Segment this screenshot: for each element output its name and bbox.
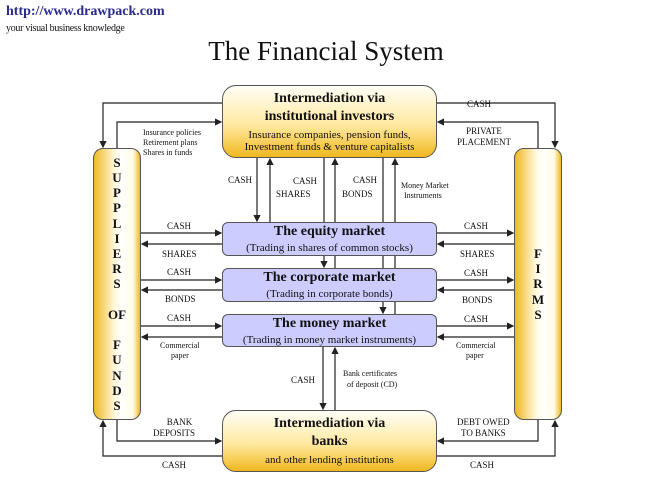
banks-title-1: Intermediation via: [273, 416, 386, 431]
label: PRIVATE: [466, 126, 502, 136]
box-letter: L: [112, 215, 122, 231]
box-letter: P: [113, 200, 121, 216]
box-letter: R: [533, 276, 543, 292]
label: Insurance policies: [143, 128, 201, 137]
label: of deposit (CD): [347, 380, 398, 389]
label: CASH: [162, 460, 187, 470]
label: CASH: [464, 221, 489, 231]
box-letter: S: [113, 398, 121, 414]
money-market-box: The money market (Trading in money marke…: [222, 314, 437, 347]
label: CASH: [167, 267, 192, 277]
institutional-title-2: institutional investors: [264, 109, 395, 124]
label: Shares in funds: [143, 148, 193, 157]
label: paper: [171, 351, 189, 360]
box-letter: [115, 322, 118, 337]
label: Instruments: [404, 191, 442, 200]
diagram-title: The Financial System: [208, 36, 444, 66]
box-letter: [115, 292, 118, 307]
institutional-sub-1: Insurance companies, pension funds,: [248, 129, 411, 141]
box-letter: I: [114, 230, 120, 246]
label: Bank certificates: [343, 369, 397, 378]
label: Retirement plans: [143, 138, 198, 147]
box-letter: M: [531, 291, 545, 307]
box-letter: U: [112, 169, 122, 185]
label: DEBT OWED: [457, 417, 510, 427]
banks-title-2: banks: [311, 434, 348, 449]
box-letter: S: [113, 276, 121, 292]
site-url[interactable]: http://www.drawpack.com: [6, 4, 165, 19]
label: CASH: [467, 99, 492, 109]
box-letter: OF: [107, 306, 127, 322]
equity-sub: (Trading in shares of common stocks): [246, 242, 413, 254]
label: CASH: [291, 375, 316, 385]
institutional-title-1: Intermediation via: [273, 91, 386, 106]
banks-box: Intermediation via banks and other lendi…: [222, 410, 437, 472]
box-letter: D: [112, 382, 122, 398]
label: paper: [466, 351, 484, 360]
label: BONDS: [165, 294, 196, 304]
corporate-title: The corporate market: [263, 270, 396, 285]
label: BONDS: [462, 295, 493, 305]
box-letter: F: [534, 245, 542, 261]
money-sub: (Trading in money market instruments): [242, 334, 417, 346]
box-letter: E: [112, 245, 122, 261]
label: DEPOSITS: [153, 428, 196, 438]
money-title: The money market: [272, 316, 387, 331]
equity-market-box: The equity market (Trading in shares of …: [222, 222, 437, 256]
institutional-investors-box: Intermediation via institutional investo…: [222, 85, 437, 158]
label: CASH: [167, 313, 192, 323]
equity-title: The equity market: [273, 224, 386, 239]
box-letter: F: [113, 337, 121, 353]
institutional-sub-2: Investment funds & venture capitalists: [244, 141, 415, 153]
label: SHARES: [162, 249, 197, 259]
box-letter: S: [534, 306, 542, 322]
box-letter: U: [112, 352, 122, 368]
label: PLACEMENT: [457, 137, 511, 147]
label: BANK: [166, 417, 193, 427]
label: SHARES: [460, 249, 495, 259]
box-letter: I: [535, 261, 541, 277]
label: CASH: [293, 176, 318, 186]
label: TO BANKS: [461, 428, 506, 438]
box-letter: N: [112, 367, 122, 383]
box-letter: P: [113, 185, 121, 201]
box-letter: R: [112, 261, 122, 277]
label: CASH: [464, 268, 489, 278]
banks-sub: and other lending institutions: [265, 454, 394, 466]
label: Money Market: [401, 181, 449, 190]
label: CASH: [464, 314, 489, 324]
label: SHARES: [276, 189, 311, 199]
label: Commercial: [160, 341, 200, 350]
corporate-market-box: The corporate market (Trading in corpora…: [222, 268, 437, 302]
label: Commercial: [456, 341, 496, 350]
tagline: your visual business knowledge: [6, 23, 125, 34]
box-letter: S: [113, 154, 121, 170]
label: CASH: [470, 460, 495, 470]
label: CASH: [228, 175, 253, 185]
corporate-sub: (Trading in corporate bonds): [266, 288, 393, 300]
label: CASH: [167, 221, 192, 231]
label: BONDS: [342, 189, 373, 199]
label: CASH: [353, 175, 378, 185]
